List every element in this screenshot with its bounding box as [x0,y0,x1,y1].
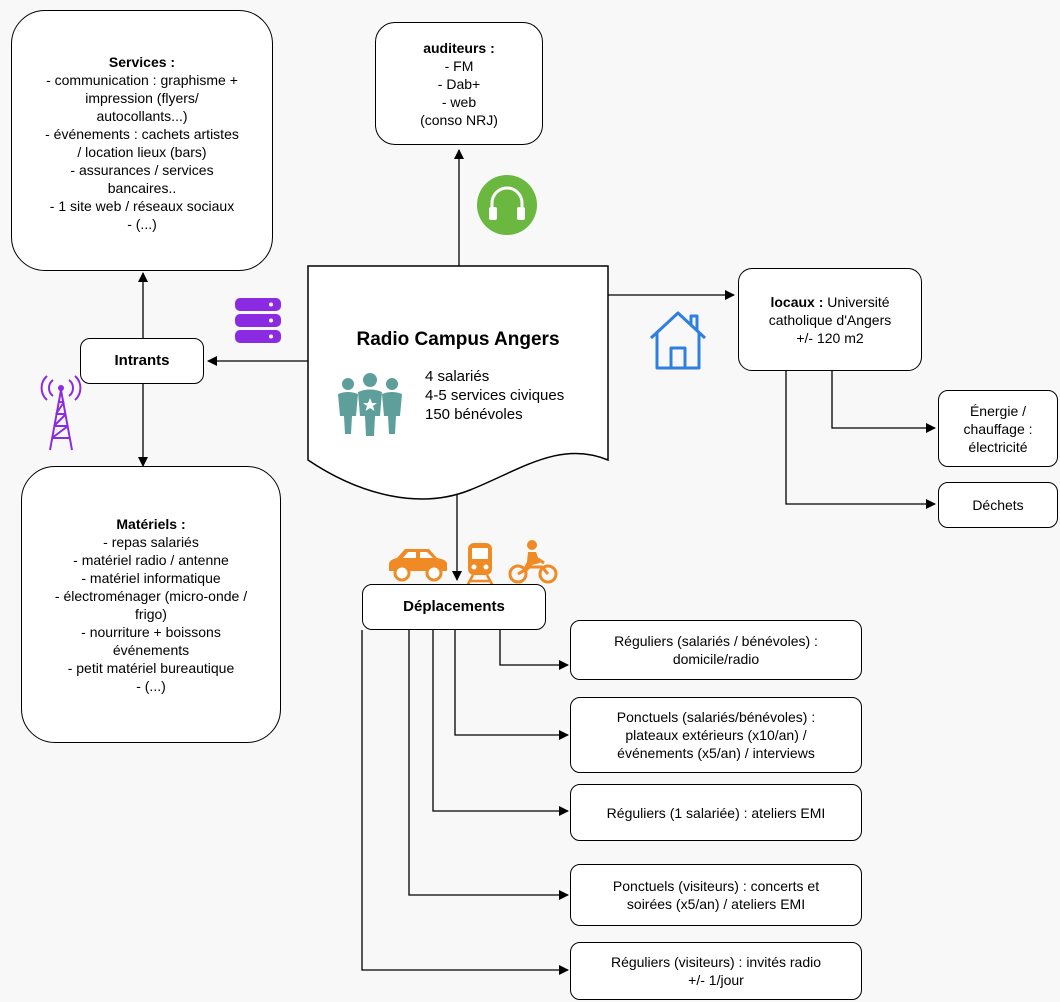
arrow-to-trip-2 [454,630,569,740]
arrow-to-energie [831,371,936,433]
trip-line: Réguliers (visiteurs) : invités radio [610,954,822,970]
trip-line: Réguliers (salariés / bénévoles) : [614,633,818,649]
materiels-line: - matériel radio / antenne [73,551,229,568]
services-line: - événements : cachets artistes [45,125,239,142]
motorbike-icon [508,540,558,584]
trip-line: soirées (x5/an) / ateliers EMI [626,896,806,912]
auditeurs-title: auditeurs : [423,39,495,56]
arrow-to-trip-4 [408,630,569,900]
arrow-to-trip-5 [361,630,569,975]
services-line: - 1 site web / réseaux sociaux [49,197,235,214]
materiels-line: frigo) [135,605,167,622]
trip-box: Ponctuels (visiteurs) : concerts et soir… [570,864,862,926]
locaux-line: catholique d'Angers [768,311,892,328]
auditeurs-line: - web [441,93,477,110]
energie-box: Énergie / chauffage : électricité [938,390,1058,467]
materiels-line: - (...) [136,677,166,694]
antenna-icon [40,375,82,451]
center-document-shape [307,265,609,500]
trip-line: domicile/radio [672,651,760,667]
auditeurs-line: (conso NRJ) [420,111,498,128]
dechets-label: Déchets [972,497,1024,513]
trip-box: Ponctuels (salariés/bénévoles) : plateau… [570,697,862,773]
trip-box: Réguliers (1 salariée) : ateliers EMI [570,784,862,841]
people-icon [338,373,402,436]
trip-line: Ponctuels (salariés/bénévoles) : [616,709,816,725]
locaux-title: locaux : [770,293,824,310]
services-line: - communication : graphisme + [46,71,238,88]
headphones-icon [477,175,537,235]
center-title: Radio Campus Angers [356,329,560,350]
deplacements-box: Déplacements [362,584,546,630]
car-icon [389,549,447,582]
center-stats: 4 salariés 4-5 services civiques 150 bén… [425,367,564,424]
materiels-line: - matériel informatique [81,569,221,586]
house-icon [649,311,707,370]
services-title: Services : [108,53,176,70]
services-line: / location lieux (bars) [77,143,207,160]
intrants-label: Intrants [114,352,170,369]
services-line: impression (flyers/ [85,89,199,106]
arrow-to-dechets [785,371,936,509]
materiels-line: - électroménager (micro-onde / [54,587,248,604]
services-line: - (...) [127,215,157,232]
center-stat-benevoles: 150 bénévoles [425,406,523,423]
intrants-box: Intrants [80,338,204,384]
train-icon [465,543,495,587]
trip-line: +/- 1/jour [688,972,744,988]
auditeurs-line: - Dab+ [437,75,481,92]
auditeurs-line: - FM [444,57,474,74]
auditeurs-box: auditeurs : - FM - Dab+ - web (conso NRJ… [375,22,543,145]
materiels-box: Matériels : - repas salariés - matériel … [21,466,281,743]
services-line: bancaires.. [107,179,177,196]
services-line: - assurances / services [70,161,214,178]
center-stat-salaries: 4 salariés [425,368,490,385]
trip-line: Réguliers (1 salariée) : ateliers EMI [606,804,826,821]
trip-box: Réguliers (salariés / bénévoles) : domic… [570,620,862,680]
energie-line: Énergie / [969,402,1027,419]
trip-line: Ponctuels (visiteurs) : concerts et [612,878,820,894]
materiels-line: - nourriture + boissons [81,623,221,640]
server-icon [235,298,281,343]
energie-line: chauffage : [963,420,1033,437]
arrow-to-trip-1 [499,630,569,670]
trip-line: plateaux extérieurs (x10/an) / [625,727,807,743]
locaux-line: +/- 120 m2 [796,329,864,346]
center-stat-services: 4-5 services civiques [425,387,565,404]
deplacements-label: Déplacements [403,598,505,615]
services-box: Services : - communication : graphisme +… [11,10,273,271]
dechets-box: Déchets [938,482,1058,528]
materiels-line: événements [112,641,190,658]
energie-line: électricité [968,438,1028,455]
locaux-box: locaux : Université catholique d'Angers … [738,268,922,371]
materiels-line: - petit matériel bureautique [67,659,235,676]
trip-box: Réguliers (visiteurs) : invités radio +/… [570,942,862,1000]
locaux-title-rest: Université [823,293,890,310]
arrow-to-trip-3 [432,630,569,816]
materiels-title: Matériels : [116,515,186,532]
locaux-title-line: locaux : Université [770,293,889,311]
services-line: autocollants...) [96,107,188,124]
materiels-line: - repas salariés [103,533,199,550]
trip-line: événements (x5/an) / interviews [617,745,815,761]
